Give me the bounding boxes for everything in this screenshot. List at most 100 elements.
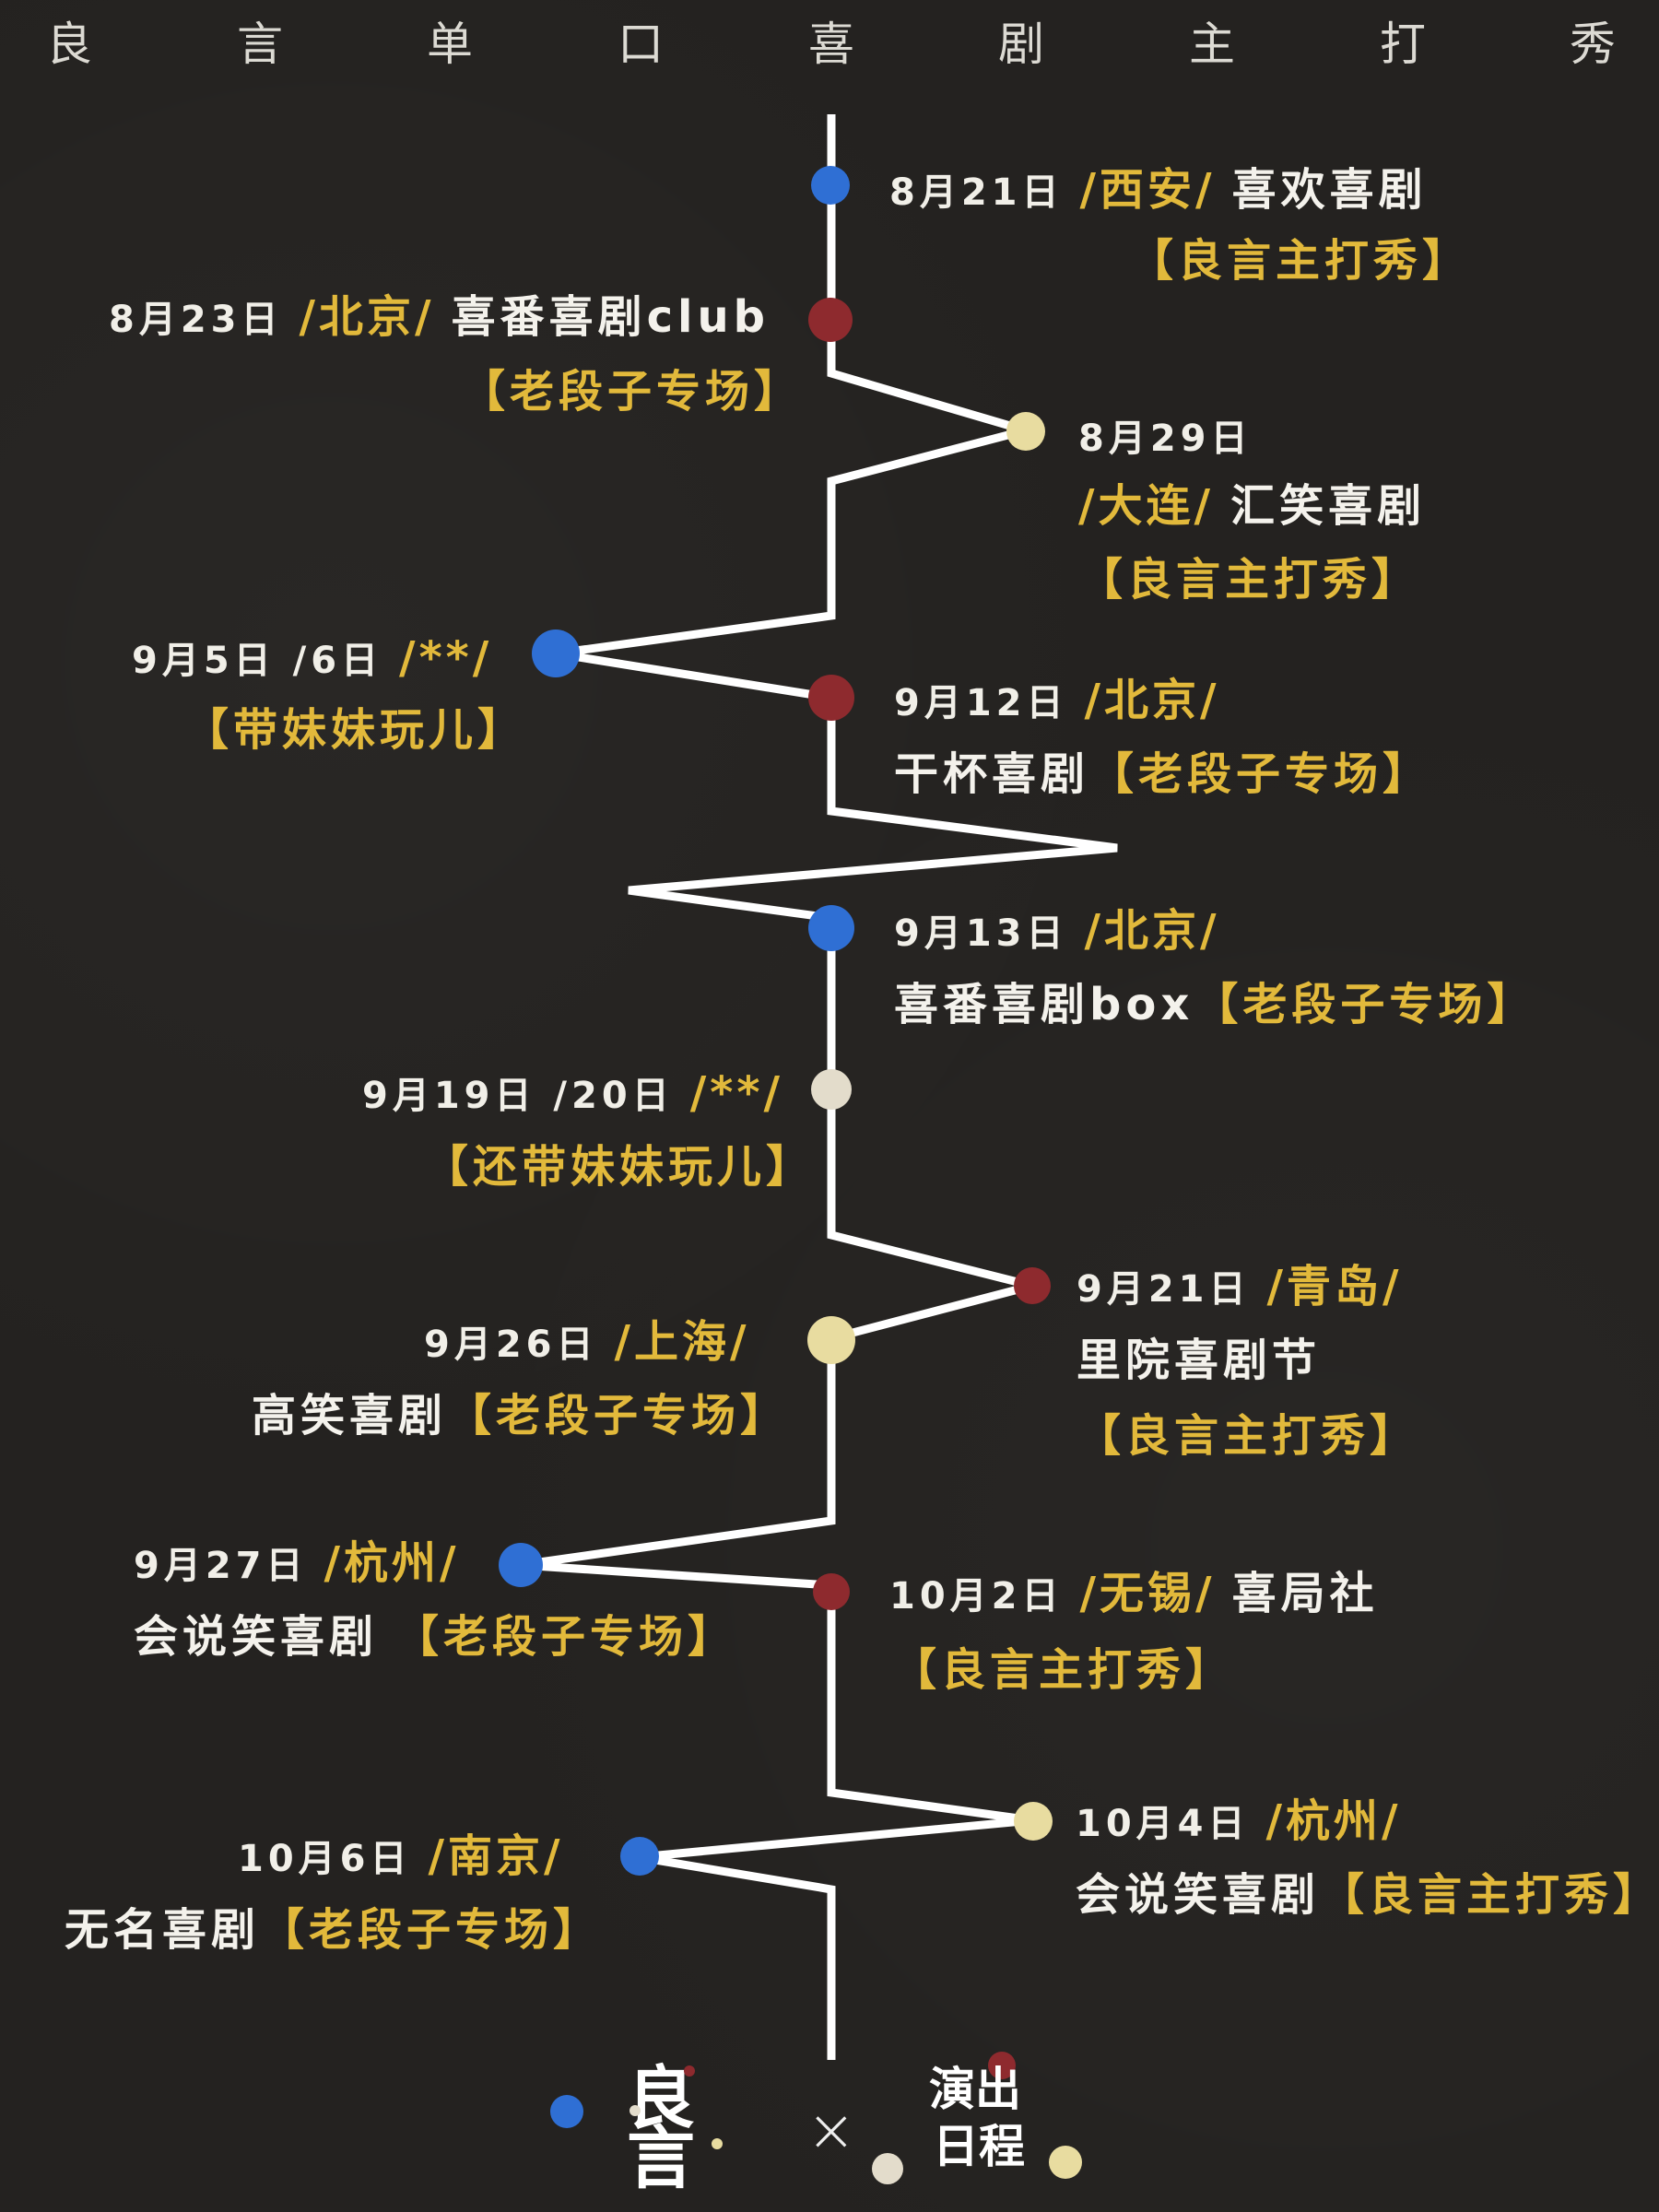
event-city: /上海/ bbox=[614, 1316, 750, 1368]
event-line: 9月26日/上海/ bbox=[424, 1320, 750, 1364]
header-char: 良 bbox=[46, 18, 92, 71]
event-venue: 无名喜剧 bbox=[65, 1904, 261, 1956]
event-line: 会说笑喜剧【良言主打秀】 bbox=[1076, 1873, 1659, 1917]
event-city: /西安/ bbox=[1079, 164, 1216, 216]
event-date: 9月27日 bbox=[134, 1545, 308, 1587]
event-dot-red bbox=[813, 1573, 850, 1610]
event-dot-blue bbox=[499, 1543, 543, 1587]
event-date: 8月21日 bbox=[889, 171, 1064, 214]
event-city: /北京/ bbox=[299, 291, 435, 343]
event-city: /南京/ bbox=[428, 1830, 564, 1882]
event-city: /无锡/ bbox=[1079, 1568, 1216, 1619]
logo-dot-small bbox=[629, 2105, 641, 2116]
event-line: 无名喜剧【老段子专场】 bbox=[65, 1908, 602, 1952]
event-date: 9月19日 /20日 bbox=[362, 1075, 674, 1117]
header-char: 单 bbox=[427, 18, 473, 71]
event-dot-cream bbox=[1014, 1802, 1053, 1841]
event-tag: 【良言主打秀】 bbox=[1129, 235, 1472, 287]
event-tag: 【老段子专场】 bbox=[1089, 748, 1432, 800]
event-line: 9月12日/北京/ bbox=[894, 678, 1220, 723]
logo-dot-small-cream bbox=[712, 2138, 723, 2149]
header-char: 打 bbox=[1380, 18, 1426, 71]
event-tag: 【良言主打秀】 bbox=[1320, 1869, 1659, 1921]
event-line: 10月2日/无锡/喜局社 bbox=[889, 1571, 1379, 1616]
event-venue: 会说笑喜剧 bbox=[1076, 1869, 1321, 1921]
logo-dot-beige bbox=[872, 2153, 903, 2184]
event-dot-cream bbox=[807, 1316, 855, 1364]
schedule-line2: 日程 bbox=[933, 2119, 1025, 2173]
logo-dot-red bbox=[988, 2052, 1016, 2079]
logo-dot-small-red bbox=[684, 2065, 695, 2077]
logo-dot-blue bbox=[550, 2095, 583, 2128]
event-line: 喜番喜剧box【老段子专场】 bbox=[894, 982, 1535, 1027]
event-city: /**/ bbox=[399, 632, 493, 684]
event-dot-red bbox=[808, 298, 853, 342]
event-tag: 【良言主打秀】 bbox=[1077, 1410, 1419, 1462]
event-date: 9月12日 bbox=[894, 682, 1068, 724]
header-char: 喜 bbox=[808, 18, 854, 71]
event-date: 8月23日 bbox=[109, 299, 283, 341]
event-line: 9月21日/青岛/ bbox=[1077, 1265, 1403, 1309]
event-tag: 【良言主打秀】 bbox=[1078, 554, 1421, 606]
event-dot-beige bbox=[811, 1069, 852, 1110]
event-venue: 干杯喜剧 bbox=[894, 748, 1090, 800]
event-venue: 高笑喜剧 bbox=[252, 1390, 448, 1441]
event-line: 9月5日 /6日/**/ bbox=[132, 636, 492, 680]
event-city: /杭州/ bbox=[324, 1537, 460, 1589]
event-line: 高笑喜剧【老段子专场】 bbox=[252, 1394, 789, 1438]
event-line: 10月6日/南京/ bbox=[238, 1834, 564, 1878]
event-dot-blue bbox=[532, 629, 580, 677]
event-dot-red bbox=[808, 675, 854, 721]
event-line: 9月13日/北京/ bbox=[894, 909, 1220, 953]
event-line: 9月19日 /20日/**/ bbox=[362, 1071, 783, 1115]
event-line: /大连/汇笑喜剧 bbox=[1078, 484, 1426, 528]
event-date: 8月29日 bbox=[1078, 418, 1253, 460]
event-venue: 里院喜剧节 bbox=[1077, 1335, 1322, 1386]
event-date: 10月2日 bbox=[889, 1575, 1064, 1618]
event-tag: 【老段子专场】 bbox=[461, 366, 804, 418]
event-date: 9月13日 bbox=[894, 912, 1068, 955]
event-dot-blue bbox=[811, 166, 850, 205]
header-char: 主 bbox=[1189, 18, 1235, 71]
header-char: 言 bbox=[237, 18, 283, 71]
event-date: 9月5日 /6日 bbox=[132, 640, 383, 682]
event-line: 9月27日/杭州/ bbox=[134, 1541, 460, 1585]
event-city: /**/ bbox=[689, 1067, 783, 1119]
event-line: 10月4日/杭州/ bbox=[1076, 1799, 1402, 1843]
event-tag: 【老段子专场】 bbox=[1194, 979, 1536, 1030]
event-tag: 【老段子专场】 bbox=[394, 1611, 737, 1663]
event-city: /北京/ bbox=[1084, 675, 1220, 726]
event-venue: 喜番喜剧box bbox=[894, 979, 1194, 1030]
event-venue: 喜局社 bbox=[1231, 1568, 1379, 1619]
event-city: /大连/ bbox=[1078, 480, 1215, 532]
event-line: 8月23日/北京/喜番喜剧club bbox=[109, 295, 770, 339]
header-char: 口 bbox=[618, 18, 664, 71]
event-city: /青岛/ bbox=[1266, 1261, 1403, 1312]
logo-char-bottom: 言 bbox=[627, 2119, 695, 2198]
event-line: 会说笑喜剧【老段子专场】 bbox=[134, 1615, 736, 1659]
event-dot-blue bbox=[620, 1837, 659, 1876]
event-tag: 【老段子专场】 bbox=[260, 1904, 603, 1956]
event-tag: 【老段子专场】 bbox=[447, 1390, 790, 1441]
header-char: 秀 bbox=[1570, 18, 1616, 71]
event-city: /北京/ bbox=[1084, 905, 1220, 957]
schedule-line1: 演出 bbox=[929, 2062, 1021, 2116]
event-line: 干杯喜剧【老段子专场】 bbox=[894, 752, 1431, 796]
event-venue: 喜欢喜剧 bbox=[1231, 164, 1428, 216]
logo-char-top: 良 bbox=[627, 2059, 695, 2138]
event-dot-blue bbox=[808, 905, 854, 951]
event-venue: 会说笑喜剧 bbox=[134, 1611, 379, 1663]
event-venue: 汇笑喜剧 bbox=[1230, 480, 1427, 532]
timeline-polyline bbox=[519, 114, 1118, 2060]
event-date: 10月6日 bbox=[238, 1838, 412, 1880]
event-tag: 【还带妹妹玩儿】 bbox=[424, 1141, 816, 1193]
header-char: 剧 bbox=[998, 18, 1044, 71]
event-dot-cream bbox=[1006, 412, 1045, 451]
cross-icon: × bbox=[806, 2097, 856, 2165]
event-date: 9月26日 bbox=[424, 1324, 598, 1366]
logo-dot-cream bbox=[1049, 2146, 1082, 2179]
event-tag: 【带妹妹玩儿】 bbox=[184, 704, 527, 756]
event-tag: 【良言主打秀】 bbox=[892, 1644, 1235, 1696]
